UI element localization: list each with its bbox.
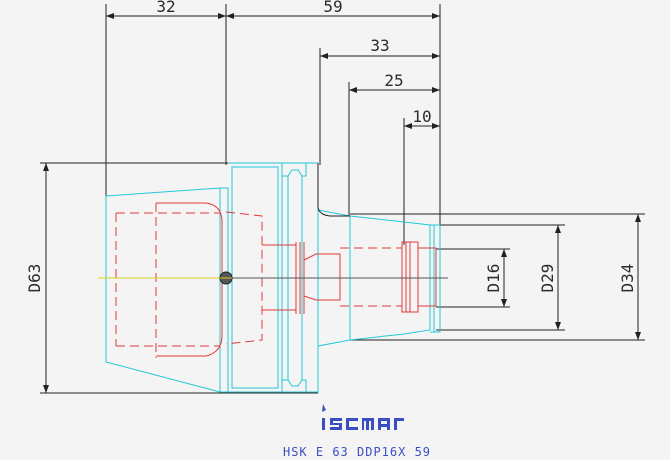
dim-label-33: 33 (370, 36, 389, 55)
dim-label-25: 25 (384, 71, 403, 90)
hidden-features (115, 202, 437, 358)
dim-33: 33 (319, 36, 440, 165)
dim-d63: D63 (25, 162, 318, 394)
dim-label-d16: D16 (484, 264, 503, 293)
dim-59: 59 (226, 0, 441, 250)
dim-label-d63: D63 (25, 264, 44, 293)
taper-silhouette (317, 163, 350, 217)
dim-label-10: 10 (412, 107, 431, 126)
dim-d16: D16 (436, 248, 510, 308)
part-caption: HSK E 63 DDP16X 59 (283, 445, 431, 459)
dim-label-32: 32 (156, 0, 175, 16)
dim-32: 32 (105, 0, 227, 205)
dim-10: 10 (403, 107, 440, 245)
dim-label-d29: D29 (538, 264, 557, 293)
dim-d29: D29 (436, 224, 565, 331)
dim-25: 25 (348, 71, 440, 216)
dim-d34: D34 (350, 213, 645, 341)
dim-label-59: 59 (323, 0, 342, 16)
dim-label-d34: D34 (618, 264, 637, 293)
brand-logo (322, 404, 404, 430)
